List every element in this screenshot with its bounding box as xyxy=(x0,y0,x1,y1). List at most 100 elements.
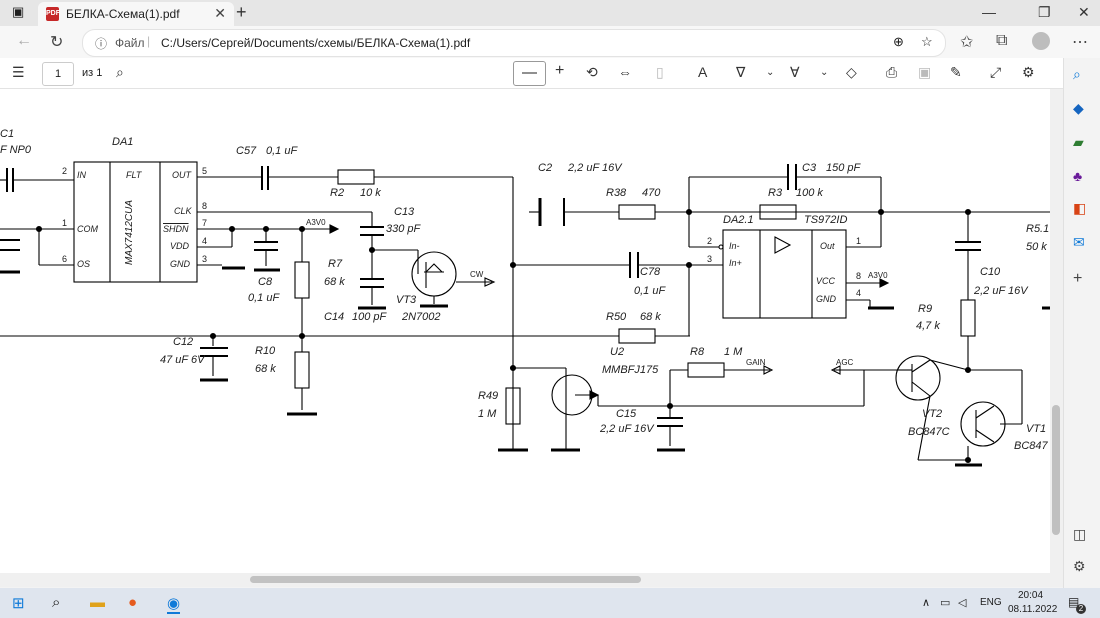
refresh-icon[interactable]: ↻ xyxy=(50,34,64,51)
settings-icon[interactable]: ⚙ xyxy=(1022,64,1035,80)
label-r7: R7 xyxy=(328,258,343,270)
info-icon[interactable]: ⓘ xyxy=(95,37,108,51)
office-icon[interactable]: ◧ xyxy=(1073,200,1087,216)
sidebar-layout-icon[interactable]: ◫ xyxy=(1073,526,1087,542)
collections-icon[interactable]: ⧉ xyxy=(996,32,1008,49)
label-c8: C8 xyxy=(258,276,273,288)
pin-6: 6 xyxy=(62,254,68,264)
shopping-icon[interactable]: ◆ xyxy=(1073,100,1084,116)
pin-da2-4: 4 xyxy=(856,288,862,298)
page-total: из 1 xyxy=(82,67,103,79)
label-da2-vcc: VCC xyxy=(816,276,836,286)
label-a3v0-2: A3V0 xyxy=(868,271,888,280)
address-url[interactable]: C:/Users/Сергей/Documents/схемы/БЕЛКА-Сх… xyxy=(161,36,471,50)
label-r2: R2 xyxy=(330,187,345,199)
label-r5-value: 50 k xyxy=(1026,241,1047,253)
label-c10-value: 2,2 uF 16V xyxy=(974,285,1028,297)
label-c13: C13 xyxy=(394,206,415,218)
label-c1: C1 xyxy=(0,128,15,140)
label-agc: AGC xyxy=(836,358,854,367)
fit-page-icon[interactable]: ⇔ xyxy=(618,64,632,80)
rotate-icon[interactable]: ⟲ xyxy=(586,64,598,80)
address-bar[interactable]: ⓘ Файл | C:/Users/Сергей/Documents/схемы… xyxy=(82,29,946,57)
pin-da2-8: 8 xyxy=(856,271,862,281)
back-icon[interactable]: ← xyxy=(16,32,32,49)
label-c3-value: 150 pF xyxy=(826,162,861,174)
eraser-icon[interactable]: ◇ xyxy=(846,64,857,80)
clock-date[interactable]: 08.11.2022 xyxy=(1008,604,1058,615)
close-window-icon[interactable]: ✕ xyxy=(1078,4,1090,20)
close-tab-icon[interactable]: ✕ xyxy=(214,5,226,21)
new-tab-button[interactable]: + xyxy=(236,2,247,22)
games-icon[interactable]: ♣ xyxy=(1073,168,1083,184)
search-icon[interactable]: ⌕ xyxy=(116,64,124,80)
label-da1-in: IN xyxy=(77,170,86,180)
label-r50-value: 68 k xyxy=(640,311,661,323)
label-r3: R3 xyxy=(768,187,783,199)
outlook-icon[interactable]: ✉ xyxy=(1073,234,1085,250)
zoom-icon[interactable]: ⊕ xyxy=(893,34,904,49)
notifications-icon[interactable]: ▤ xyxy=(1068,595,1080,609)
label-r49-value: 1 M xyxy=(478,408,497,420)
save-icon[interactable]: ▣ xyxy=(918,64,932,80)
contents-icon[interactable]: ☰ xyxy=(12,64,25,80)
battery-icon[interactable]: ▭ xyxy=(940,597,951,609)
draw-icon[interactable]: ∇ xyxy=(736,64,746,80)
file-explorer-icon[interactable]: ▬ xyxy=(90,594,105,611)
tray-chevron-icon[interactable]: ∧ xyxy=(922,597,931,609)
pin-da2-3: 3 xyxy=(707,254,713,264)
label-da1-com: COM xyxy=(77,224,98,234)
label-c8-value: 0,1 uF xyxy=(248,292,280,304)
zoom-out-button[interactable]: — xyxy=(513,61,546,86)
pdf-file-icon: PDF xyxy=(46,7,60,21)
label-c15-value: 2,2 uF 16V xyxy=(600,423,654,435)
label-r9: R9 xyxy=(918,303,933,315)
firefox-icon[interactable]: ● xyxy=(128,594,138,611)
sidebar-settings-icon[interactable]: ⚙ xyxy=(1073,558,1086,574)
zoom-in-button[interactable]: + xyxy=(555,62,565,79)
windows-start-icon[interactable]: ⊞ xyxy=(12,595,25,612)
notification-badge: 2 xyxy=(1076,604,1086,614)
label-da1: DA1 xyxy=(112,136,134,148)
add-sidebar-icon[interactable]: + xyxy=(1073,270,1083,287)
label-c10: C10 xyxy=(980,266,1001,278)
save-as-icon[interactable]: ✎ xyxy=(950,64,962,80)
label-c3: C3 xyxy=(802,162,817,174)
schematic-labels: C1 F NP0 DA1 IN FLT OUT CLK SHDN VDD GND… xyxy=(0,89,1050,573)
page-view-icon[interactable]: ▯ xyxy=(656,64,664,80)
search-sidebar-icon[interactable]: ⌕ xyxy=(1073,66,1081,82)
label-da2-gnd: GND xyxy=(816,294,836,304)
label-da2-part: TS972ID xyxy=(804,214,848,226)
more-menu-icon[interactable]: ⋯ xyxy=(1072,34,1088,51)
highlight-dropdown-icon[interactable]: ⌄ xyxy=(820,67,829,78)
label-vt2: VT2 xyxy=(922,408,943,420)
language-indicator[interactable]: ENG xyxy=(980,597,1002,608)
label-r7-value: 68 k xyxy=(324,276,345,288)
fullscreen-icon[interactable]: ⤢ xyxy=(990,64,1002,80)
print-icon[interactable]: ⎙ xyxy=(886,64,898,80)
favorite-add-icon[interactable]: ☆ xyxy=(921,34,933,49)
pin-5: 5 xyxy=(202,166,208,176)
edge-icon[interactable]: ◉ xyxy=(167,595,181,614)
tab-actions-icon[interactable]: ▣ xyxy=(12,4,25,19)
label-da1-clk: CLK xyxy=(174,206,192,216)
highlight-icon[interactable]: ∀ xyxy=(790,64,800,80)
clock-time[interactable]: 20:04 xyxy=(1018,590,1044,601)
page-number-input[interactable]: 1 xyxy=(42,62,74,86)
vertical-scroll-thumb[interactable] xyxy=(1052,405,1060,535)
label-c14: C14 xyxy=(324,311,345,323)
read-aloud-icon[interactable]: A xyxy=(698,64,708,80)
minimize-icon[interactable]: — xyxy=(982,4,996,20)
profile-avatar[interactable] xyxy=(1032,32,1050,50)
pdf-document-view[interactable]: C1 F NP0 DA1 IN FLT OUT CLK SHDN VDD GND… xyxy=(0,89,1050,573)
pin-1: 1 xyxy=(62,218,68,228)
horizontal-scroll-thumb[interactable] xyxy=(250,576,641,583)
favorites-icon[interactable]: ✩ xyxy=(960,34,974,51)
label-r10: R10 xyxy=(255,345,276,357)
draw-dropdown-icon[interactable]: ⌄ xyxy=(766,67,775,78)
restore-icon[interactable]: ❐ xyxy=(1038,4,1051,20)
tools-icon[interactable]: ▰ xyxy=(1073,134,1084,150)
taskbar-search-icon[interactable]: ⌕ xyxy=(52,594,61,611)
tab-active[interactable]: PDF БЕЛКА-Схема(1).pdf ✕ xyxy=(38,2,234,26)
volume-icon[interactable]: ◁ xyxy=(958,597,967,609)
